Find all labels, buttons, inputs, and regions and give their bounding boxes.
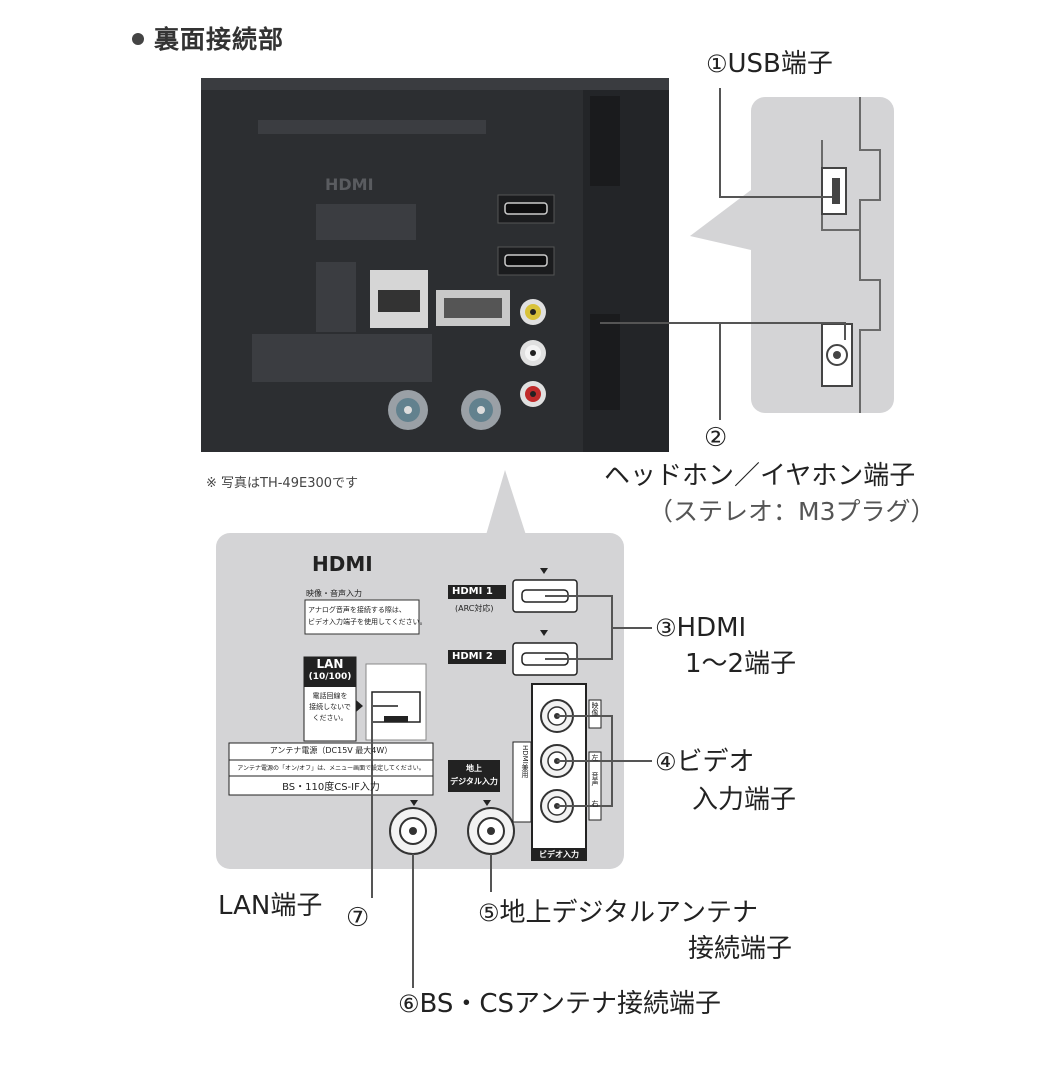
callout-usb: ①USB端子 — [706, 48, 833, 80]
video-side-label: HDMI兼用 — [521, 745, 529, 778]
photo-note: ※ 写真はTH-49E300です — [206, 476, 359, 491]
leader-lines-top — [600, 88, 846, 420]
hdmi1-sub: (ARC対応) — [455, 604, 494, 613]
callout-headphone-sub: （ステレオ：M3プラグ） — [648, 497, 936, 526]
callout-video-label-2: 入力端子 — [692, 785, 797, 815]
av-input-note-line-1: アナログ音声を接続する際は、 — [308, 606, 406, 614]
lan-label-line-1: LAN — [316, 657, 344, 671]
lan-label-line-2: (10/100) — [308, 672, 352, 682]
terrestrial-label-line-1: 地上 — [466, 764, 482, 773]
callout-headphone-number: ② — [704, 423, 728, 453]
av-input-note-line-2: ビデオ入力端子を使用してください。 — [308, 618, 427, 626]
video-jack-label-3: 音声 — [591, 772, 599, 786]
callout-bscs-number: ⑥ — [398, 990, 420, 1018]
side-detail-panel — [690, 97, 894, 413]
callout-terrestrial-label-2: 接続端子 — [688, 934, 793, 964]
hdmi1-label: HDMI 1 — [452, 586, 493, 597]
zoom-pointer — [486, 470, 526, 535]
callout-terrestrial: ⑤地上デジタルアンテナ — [478, 897, 758, 929]
callout-lan-number: ⑦ — [346, 903, 370, 933]
lan-note-line-1: 電話回線を — [312, 692, 348, 700]
callout-hdmi-number: ③ — [655, 614, 677, 642]
svg-text:HDMI: HDMI — [325, 175, 374, 194]
lan-label: LAN (10/100) — [306, 658, 354, 684]
hdmi2-label: HDMI 2 — [452, 651, 493, 662]
enlarged-panel: HDMI — [216, 533, 624, 869]
antenna-line-3: BS・110度CS-IF入力 — [282, 782, 380, 793]
av-input-note: アナログ音声を接続する際は、 ビデオ入力端子を使用してください。 — [308, 604, 427, 628]
lan-note-line-3: ください。 — [312, 714, 348, 722]
callout-hdmi-label: HDMI — [676, 613, 747, 643]
callout-lan-label: LAN端子 — [218, 891, 323, 921]
section-heading: 裏面接続部 — [132, 20, 284, 56]
callout-bscs-label: BS・CSアンテナ接続端子 — [419, 989, 722, 1019]
callout-bscs: ⑥BS・CSアンテナ接続端子 — [398, 988, 721, 1020]
terrestrial-label-line-2: デジタル入力 — [450, 777, 498, 786]
callout-terrestrial-number: ⑤ — [478, 899, 500, 927]
antenna-line-2: アンテナ電源の「オン/オフ」は、メニュー画面で設定してください。 — [237, 765, 425, 772]
video-jack-label-1: 映像 — [591, 702, 599, 716]
leader-lines-bottom — [371, 595, 652, 988]
callout-usb-number: ① — [706, 50, 728, 78]
video-jack-label-4: 右 — [591, 800, 599, 807]
av-input-title: 映像・音声入力 — [306, 589, 362, 598]
video-input-label: ビデオ入力 — [539, 850, 579, 859]
video-jack-label-2: 左 — [591, 754, 599, 761]
section-title: 裏面接続部 — [154, 25, 285, 54]
lan-note-line-2: 接続しないで — [309, 703, 351, 711]
bullet-dot-icon — [132, 33, 144, 45]
svg-text:HDMI: HDMI — [312, 552, 373, 576]
callout-video-number: ④ — [655, 748, 677, 776]
callout-terrestrial-label: 地上デジタルアンテナ — [499, 898, 758, 928]
callout-headphone-label: ヘッドホン／イヤホン端子 — [604, 461, 916, 491]
lan-note: 電話回線を 接続しないで ください。 — [306, 691, 354, 724]
callout-video: ④ビデオ — [655, 746, 755, 778]
terrestrial-label: 地上 デジタル入力 — [448, 762, 500, 788]
callout-hdmi: ③HDMI — [655, 612, 746, 644]
callout-hdmi-label-2: 1〜2端子 — [685, 649, 797, 679]
back-panel-photo: HDMI — [201, 78, 669, 452]
callout-video-label: ビデオ — [676, 747, 755, 777]
antenna-line-1: アンテナ電源（DC15V 最大4W） — [269, 746, 393, 755]
callout-usb-label: USB端子 — [727, 49, 833, 79]
